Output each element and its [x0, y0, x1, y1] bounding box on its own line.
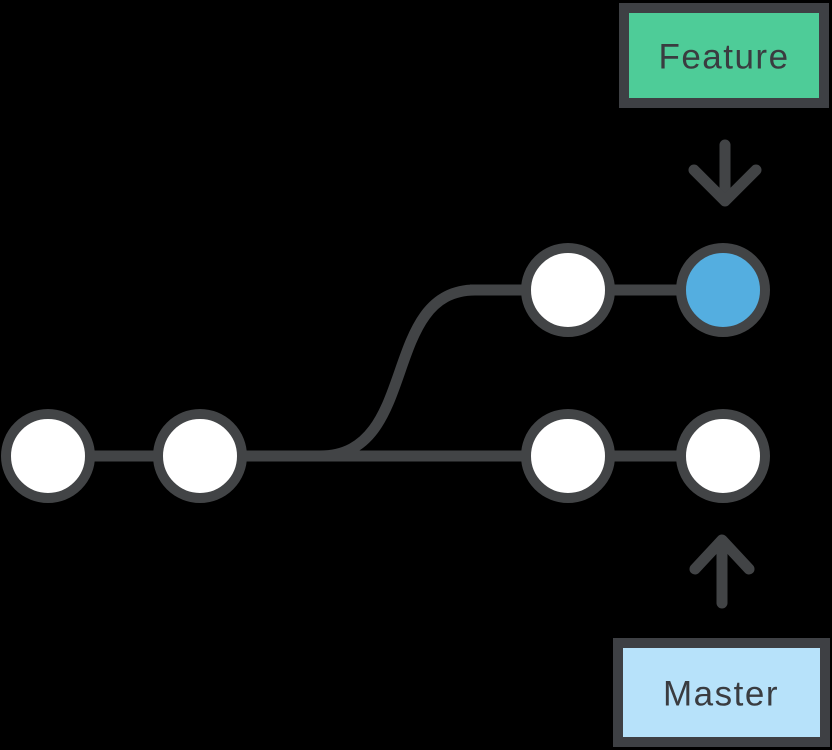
master-commits [1, 409, 770, 503]
commit-node [1, 409, 95, 503]
feature-commits [521, 243, 770, 337]
feature-label: Feature [658, 38, 789, 77]
feature-branch-curve [319, 284, 476, 462]
feature-label-box: Feature [619, 3, 829, 108]
commit-node-highlighted [676, 243, 770, 337]
master-label-rect [613, 638, 830, 747]
commit-node [153, 409, 247, 503]
commit-node [676, 409, 770, 503]
commit-node [521, 243, 615, 337]
master-label-box: Master [613, 638, 830, 747]
arrow-down-head [688, 164, 762, 207]
master-label: Master [663, 675, 779, 714]
feature-label-rect [619, 3, 829, 108]
arrow-down-icon [688, 139, 762, 207]
commit-node [521, 409, 615, 503]
branch-lines [48, 284, 723, 462]
arrow-up-icon [689, 534, 755, 609]
arrow-up-head [689, 534, 755, 575]
